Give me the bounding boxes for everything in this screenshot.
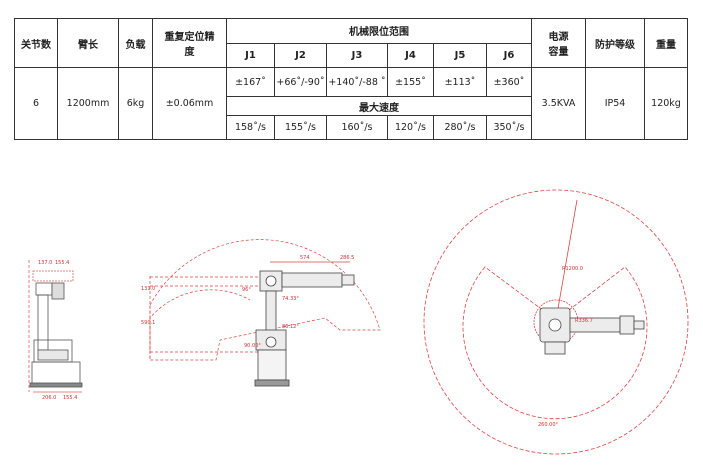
value-protection: IP54	[585, 67, 645, 140]
value-axes: 6	[14, 67, 58, 140]
dim-side-131: 131.0	[141, 286, 155, 292]
value-payload: 6kg	[118, 67, 153, 140]
value-weight: 120kg	[644, 67, 688, 140]
dim-top-radius-inner: R336.7	[575, 318, 593, 324]
speed-cell: 158˚/s	[226, 115, 275, 140]
dim-front-bottom-left: 206.0	[42, 395, 56, 401]
header-motion-range: 机械限位范围	[226, 18, 532, 44]
header-axes: 关节数	[14, 18, 58, 68]
dim-side-574: 574	[300, 255, 310, 261]
range-cell: ±155˚	[387, 67, 434, 97]
range-cell: +66˚/-90˚	[274, 67, 327, 97]
side-view-robot	[254, 270, 355, 387]
dim-side-286: 286.5	[340, 255, 354, 261]
dim-front-top-left: 137.0	[38, 260, 52, 266]
front-view-drawing	[28, 260, 83, 393]
top-view-drawing	[423, 189, 689, 455]
dim-side-angle-96: 96°	[242, 287, 251, 293]
speed-cell: 280˚/s	[433, 115, 487, 140]
top-view-robot	[539, 307, 645, 355]
spec-table: 关节数 臂长 负载 重复定位精度 机械限位范围 电源容量 防护等级 重量 J1 …	[14, 18, 688, 140]
range-cell: ±167˚	[226, 67, 275, 97]
value-reach: 1200mm	[57, 67, 119, 140]
joint-header: J4	[387, 42, 434, 68]
dim-side-590: 590.1	[141, 320, 155, 326]
joint-header: J2	[274, 42, 327, 68]
dim-front-top-right: 155.4	[55, 260, 69, 266]
dim-top-radius-outer: R1200.0	[562, 266, 583, 272]
joint-header: J6	[486, 42, 532, 68]
speed-cell: 155˚/s	[274, 115, 327, 140]
value-power: 3.5KVA	[531, 67, 586, 140]
speed-cell: 120˚/s	[387, 115, 434, 140]
dim-front-bottom-right: 155.4	[63, 395, 77, 401]
dim-side-angle-90: 90.00°	[244, 343, 261, 349]
header-weight: 重量	[644, 18, 688, 68]
dim-side-angle-74: 74.33°	[282, 296, 299, 302]
dim-side-angle-86: 86.12°	[282, 324, 299, 330]
header-protection: 防护等级	[585, 18, 645, 68]
speed-cell: 160˚/s	[326, 115, 388, 140]
speed-cell: 350˚/s	[486, 115, 532, 140]
value-repeatability: ±0.06mm	[152, 67, 227, 140]
dim-top-angle: 260.00°	[538, 422, 558, 428]
